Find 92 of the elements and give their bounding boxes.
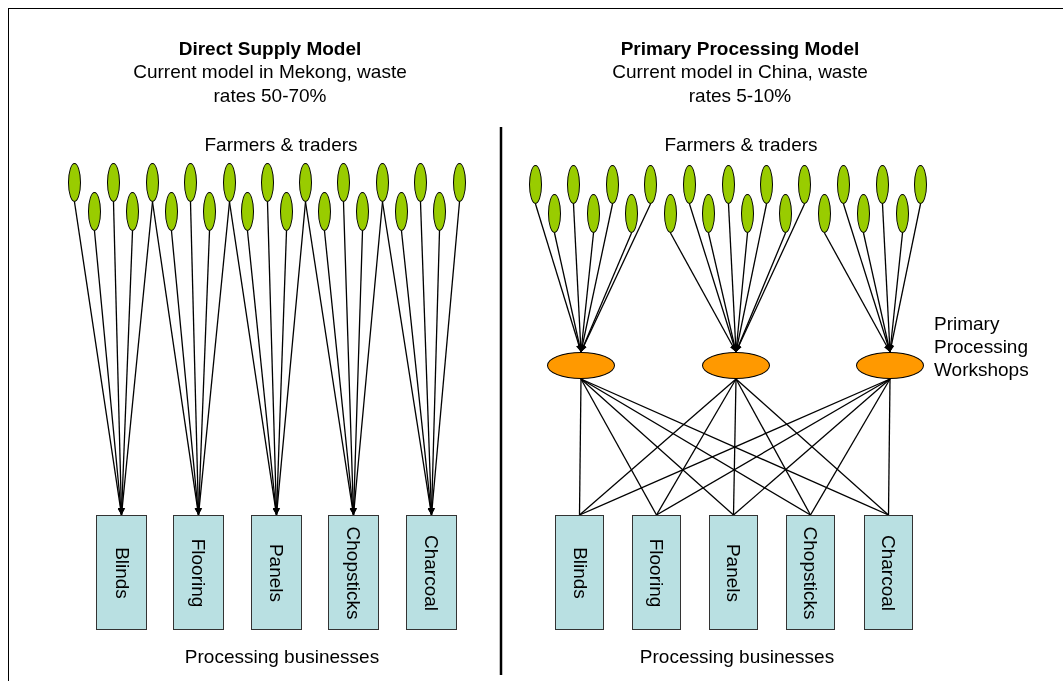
- farmer-ellipse: [741, 194, 754, 233]
- business-box: [96, 515, 147, 630]
- business-label: Charcoal: [420, 534, 443, 611]
- farmer-ellipse: [798, 165, 811, 204]
- farmer-ellipse: [376, 163, 389, 202]
- model-description: Current model in China, waste rates 5-10%: [611, 60, 869, 108]
- model-description: Current model in Mekong, waste rates 50-70%: [132, 60, 408, 108]
- farmer-ellipse: [126, 192, 139, 231]
- arrow: [735, 203, 806, 353]
- farmer-ellipse: [760, 165, 773, 204]
- business-box: [786, 515, 835, 630]
- group-label: Processing businesses: [638, 645, 836, 668]
- farmer-ellipse: [529, 165, 542, 204]
- farmer-ellipse: [203, 192, 216, 231]
- business-label: Panels: [265, 543, 288, 602]
- arrow: [112, 201, 125, 516]
- farmer-ellipse: [664, 194, 677, 233]
- farmer-ellipse: [683, 165, 696, 204]
- arrow: [429, 201, 461, 516]
- farmer-ellipse: [453, 163, 466, 202]
- farmer-ellipse: [146, 163, 159, 202]
- farmer-ellipse: [68, 163, 81, 202]
- arrow: [553, 232, 583, 353]
- farmer-ellipse: [644, 165, 657, 204]
- farmer-ellipse: [280, 192, 293, 231]
- business-box: [328, 515, 379, 630]
- business-label: Chopsticks: [342, 526, 365, 619]
- business-box: [406, 515, 457, 630]
- business-box: [632, 515, 681, 630]
- farmer-ellipse: [433, 192, 446, 231]
- farmer-ellipse: [107, 163, 120, 202]
- business-label: Flooring: [645, 538, 668, 607]
- connector-line: [580, 378, 658, 516]
- business-box: [864, 515, 913, 630]
- farmer-ellipse: [896, 194, 909, 233]
- farmer-ellipse: [395, 192, 408, 231]
- business-box: [251, 515, 302, 630]
- farmer-ellipse: [318, 192, 331, 231]
- farmer-ellipse: [625, 194, 638, 233]
- business-label: Blinds: [110, 546, 133, 599]
- farmer-ellipse: [184, 163, 197, 202]
- arrow: [266, 201, 280, 516]
- farmer-ellipse: [356, 192, 369, 231]
- group-label: Primary Processing Workshops: [934, 312, 1030, 381]
- business-label: Flooring: [187, 538, 210, 607]
- business-label: Charcoal: [877, 534, 900, 611]
- farmer-ellipse: [337, 163, 350, 202]
- arrow: [887, 232, 904, 353]
- business-label: Chopsticks: [799, 526, 822, 619]
- arrow: [823, 232, 891, 353]
- arrow: [669, 232, 737, 353]
- connector-line: [732, 378, 737, 516]
- farmer-ellipse: [837, 165, 850, 204]
- arrow: [428, 230, 441, 516]
- arrow: [580, 203, 652, 353]
- farmer-ellipse: [606, 165, 619, 204]
- farmer-ellipse: [722, 165, 735, 204]
- arrow: [888, 203, 922, 353]
- farmer-ellipse: [299, 163, 312, 202]
- farmer-ellipse: [587, 194, 600, 233]
- connector-line: [580, 378, 812, 516]
- group-label: Farmers & traders: [663, 133, 819, 156]
- farmer-ellipse: [702, 194, 715, 233]
- farmer-ellipse: [414, 163, 427, 202]
- farmer-ellipse: [876, 165, 889, 204]
- farmer-ellipse: [241, 192, 254, 231]
- farmer-ellipse: [261, 163, 274, 202]
- business-box: [555, 515, 604, 630]
- farmer-ellipse: [223, 163, 236, 202]
- group-label: Processing businesses: [183, 645, 381, 668]
- connector-line: [887, 378, 891, 516]
- arrow: [578, 232, 595, 353]
- farmer-ellipse: [857, 194, 870, 233]
- connector-line: [578, 378, 582, 516]
- business-label: Blinds: [568, 546, 591, 599]
- model-heading: Direct Supply Model: [177, 37, 363, 60]
- farmer-ellipse: [165, 192, 178, 231]
- business-label: Panels: [722, 543, 745, 602]
- group-label: Farmers & traders: [203, 133, 359, 156]
- business-box: [173, 515, 224, 630]
- connector-line: [735, 378, 812, 516]
- farmer-ellipse: [779, 194, 792, 233]
- farmer-ellipse: [88, 192, 101, 231]
- farmer-ellipse: [567, 165, 580, 204]
- connector-line: [655, 378, 737, 516]
- arrow: [189, 201, 202, 516]
- farmer-ellipse: [818, 194, 831, 233]
- business-box: [709, 515, 758, 630]
- farmer-ellipse: [914, 165, 927, 204]
- connector-line: [809, 378, 891, 516]
- farmer-ellipse: [548, 194, 561, 233]
- model-heading: Primary Processing Model: [619, 37, 861, 60]
